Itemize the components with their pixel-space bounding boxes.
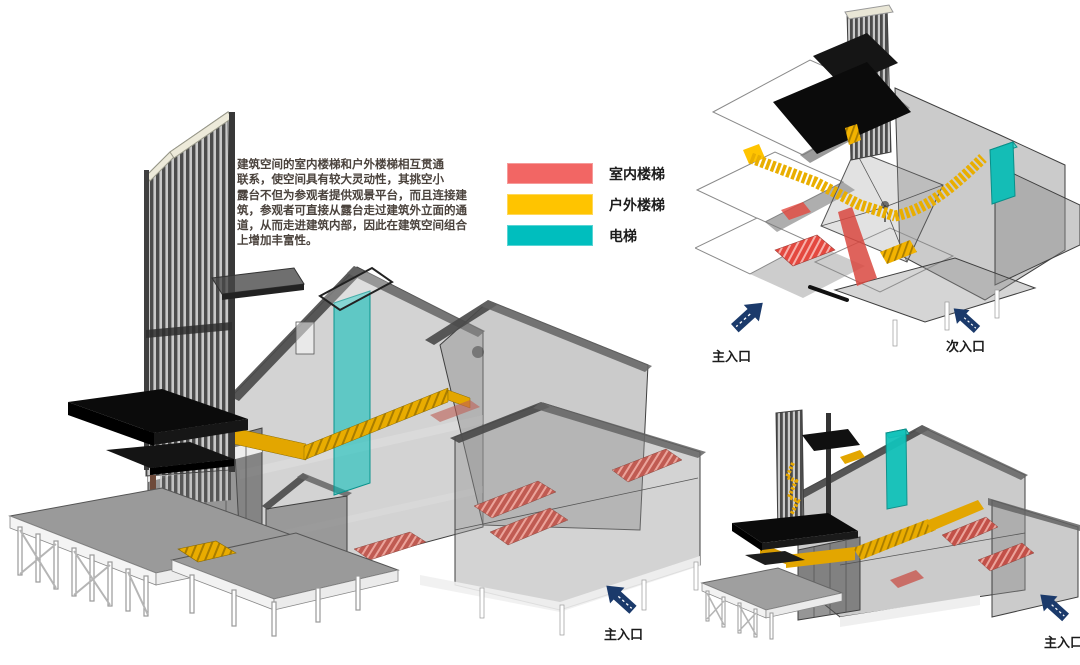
description-line: 露台不但为参观者提供观景平台，而且连接建	[237, 189, 467, 202]
stilt-deck	[700, 567, 844, 640]
slatted-tower	[732, 409, 860, 565]
description-line: 筑，参观者可直接从露台走过建筑外立面的通	[237, 204, 467, 217]
outdoor-stair	[743, 144, 987, 264]
elevator-swatch	[507, 225, 593, 246]
elevator-shaft	[885, 428, 910, 510]
indoor-stairs-swatch	[507, 163, 593, 184]
main-entrance-label-left-view: 主入口	[604, 627, 644, 642]
axon-view-bottom-right	[700, 409, 1080, 640]
legend-item-elevator: 电梯	[507, 225, 665, 246]
main-entrance-label-bottom-view: 主入口	[1044, 635, 1080, 650]
indoor-stairs	[353, 400, 683, 561]
stilt-deck	[8, 487, 400, 637]
entrance-arrow-up-right-icon	[731, 302, 763, 333]
entrance-arrow-up-left-icon	[1040, 594, 1070, 622]
entrance-arrow-up-left-icon	[953, 308, 981, 333]
elevator-shaft	[989, 141, 1018, 205]
axon-view-main	[8, 111, 706, 637]
description-line: 联系，使空间具有较大灵动性，其挑空小	[237, 174, 444, 187]
secondary-entrance-label-top-view: 次入口	[946, 339, 986, 354]
legend-item-outdoor-stairs: 户外楼梯	[507, 194, 665, 215]
legend-label: 户外楼梯	[609, 196, 665, 213]
description-text: 建筑空间的室内楼梯和户外楼梯相互贯通 联系，使空间具有较大灵动性，其挑空小 露台…	[237, 158, 493, 250]
legend-label: 室内楼梯	[609, 165, 665, 182]
axon-view-top-right	[695, 4, 1080, 347]
entrance-arrow-up-left-icon	[606, 585, 637, 614]
indoor-stairs	[890, 516, 1035, 588]
legend-label: 电梯	[609, 227, 637, 244]
indoor-stairs	[774, 202, 877, 302]
tower-top	[773, 4, 911, 161]
description-line: 上增加丰富性。	[237, 235, 318, 248]
description-line: 道，从而走进建筑内部，因此在建筑空间组合	[237, 220, 467, 233]
legend-item-indoor-stairs: 室内楼梯	[507, 163, 665, 184]
description-line: 建筑空间的室内楼梯和户外楼梯相互贯通	[237, 159, 444, 171]
legend: 室内楼梯 户外楼梯 电梯	[507, 163, 665, 256]
main-entrance-label-top-view: 主入口	[712, 349, 752, 364]
slatted-tower	[144, 111, 305, 506]
outdoor-stairs-swatch	[507, 194, 593, 215]
